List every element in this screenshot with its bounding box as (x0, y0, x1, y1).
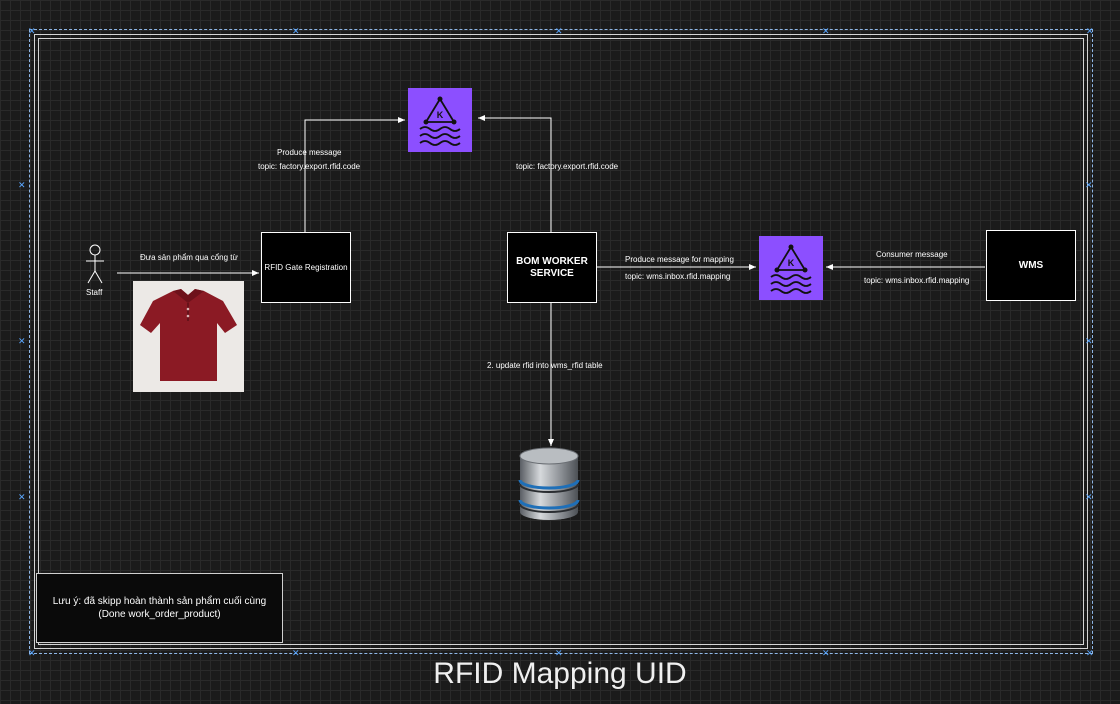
rfid-gate-registration-node[interactable]: RFID Gate Registration (261, 232, 351, 303)
resize-handle[interactable]: ✕ (28, 648, 36, 658)
note-line2: (Done work_order_product) (98, 609, 221, 620)
resize-handle[interactable]: ✕ (555, 648, 563, 658)
database-icon[interactable] (516, 446, 582, 522)
resize-handle[interactable]: ✕ (18, 180, 26, 190)
bom-topic-label: topic: factory.export.rfid.code (516, 162, 619, 171)
bom-mapping-topic-label: topic: wms.inbox.rfid.mapping (625, 272, 731, 281)
resize-handle[interactable]: ✕ (1086, 26, 1094, 36)
resize-handle[interactable]: ✕ (1085, 180, 1093, 190)
kafka-topic-node-top[interactable]: K (408, 88, 472, 152)
resize-handle[interactable]: ✕ (28, 26, 36, 36)
consumer-topic-label: topic: wms.inbox.rfid.mapping (864, 276, 970, 285)
staff-actor-icon[interactable] (82, 243, 108, 287)
kafka-topic-node-right[interactable]: K (759, 236, 823, 300)
polo-shirt-icon (140, 289, 237, 381)
inner-frame (38, 38, 1084, 645)
wms-label: WMS (1018, 260, 1044, 271)
arrow-bom-to-kafka[interactable] (478, 115, 552, 232)
resize-handle[interactable]: ✕ (822, 26, 830, 36)
resize-handle[interactable]: ✕ (292, 648, 300, 658)
kafka-icon: K (770, 244, 812, 294)
resize-handle[interactable]: ✕ (18, 492, 26, 502)
bom-label-line2: SERVICE (530, 267, 574, 279)
resize-handle[interactable]: ✕ (1086, 648, 1094, 658)
outer-frame (34, 34, 1088, 649)
kafka-letter: K (788, 258, 795, 268)
note-box[interactable]: Lưu ý: đã skipp hoàn thành sản phẩm cuối… (36, 573, 283, 643)
bom-worker-service-node[interactable]: BOM WORKER SERVICE (507, 232, 597, 303)
kafka-letter: K (437, 110, 444, 120)
staff-to-gate-label: Đưa sản phẩm qua cổng từ (140, 253, 238, 262)
staff-label: Staff (86, 288, 103, 297)
bom-produce-label: Produce message for mapping (625, 255, 734, 264)
resize-handle[interactable]: ✕ (18, 336, 26, 346)
resize-handle[interactable]: ✕ (555, 26, 563, 36)
note-line1: Lưu ý: đã skipp hoàn thành sản phẩm cuối… (52, 596, 267, 607)
arrow-gate-to-kafka[interactable] (304, 117, 405, 232)
resize-handle[interactable]: ✕ (292, 26, 300, 36)
diagram-title: RFID Mapping UID (433, 657, 687, 690)
gate-topic-label: topic: factory.export.rfid.code (258, 162, 361, 171)
resize-handle[interactable]: ✕ (1085, 492, 1093, 502)
kafka-icon: K (419, 96, 461, 146)
resize-handle[interactable]: ✕ (1085, 336, 1093, 346)
db-update-label: 2. update rfid into wms_rfid table (487, 361, 603, 370)
rfid-gate-label: RFID Gate Registration (264, 263, 348, 272)
consumer-label: Consumer message (876, 250, 948, 259)
selection-frame (29, 29, 1093, 654)
resize-handle[interactable]: ✕ (822, 648, 830, 658)
shirt-image[interactable] (133, 281, 244, 392)
bom-label-line1: BOM WORKER (516, 255, 588, 267)
wms-node[interactable]: WMS (986, 230, 1076, 301)
gate-produce-label: Produce message (277, 148, 342, 157)
